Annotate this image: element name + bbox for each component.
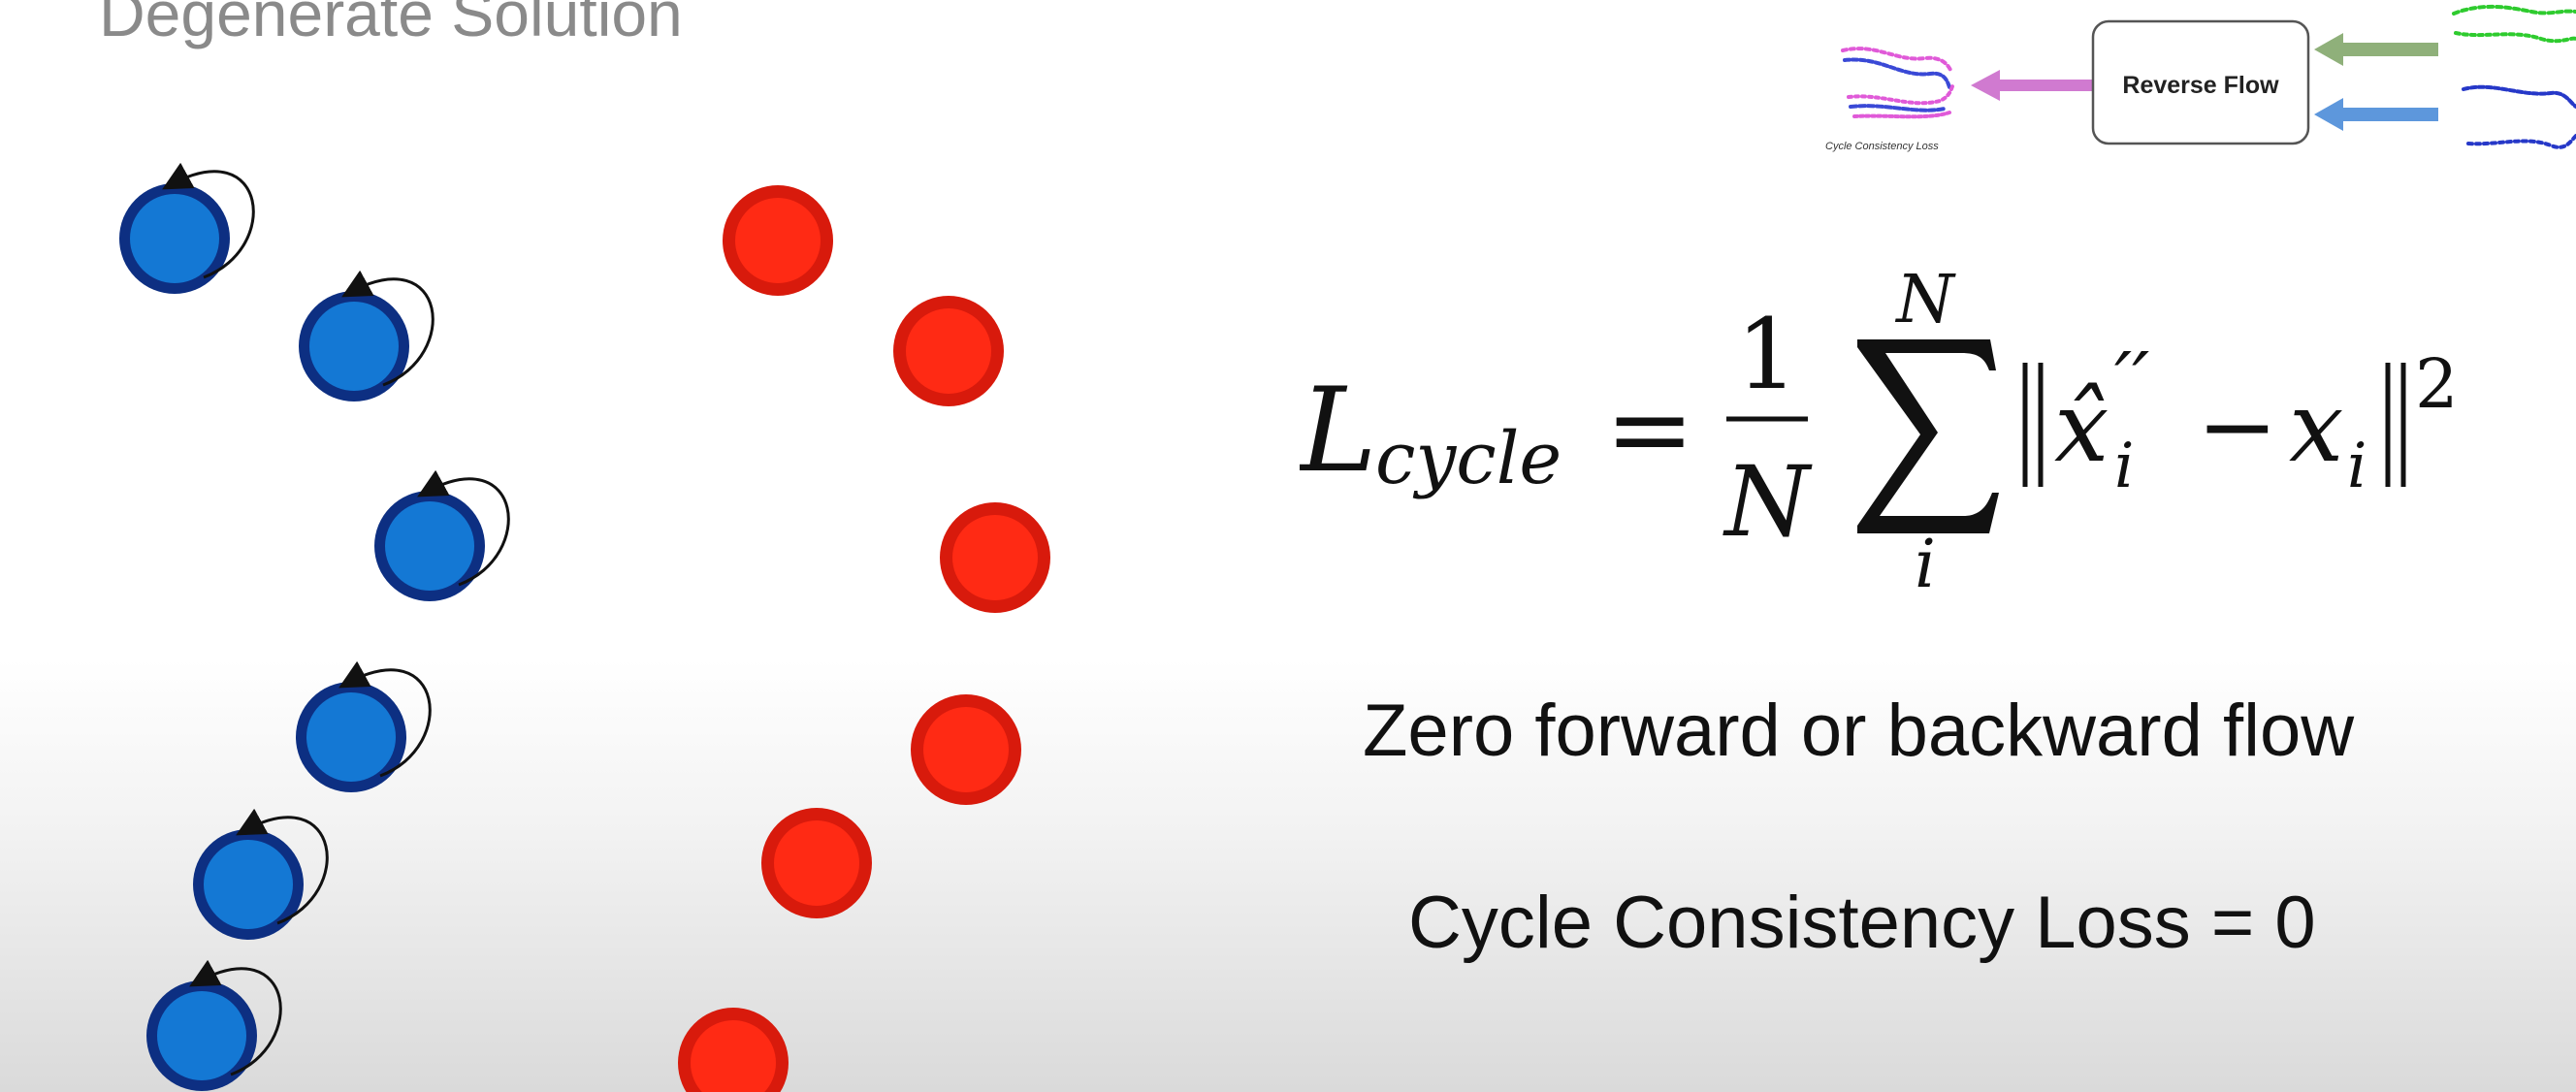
blue-point xyxy=(296,660,432,792)
self-loop-arrow xyxy=(417,469,510,587)
loss-symbol: L xyxy=(1300,364,1377,498)
fraction-numerator: 1 xyxy=(1736,298,1798,411)
reverse-flow-label: Reverse Flow xyxy=(2122,72,2279,99)
red-point xyxy=(893,296,1004,406)
self-loop-arrow xyxy=(189,959,282,1076)
blue-arrow xyxy=(2314,98,2438,131)
inset-caption: Cycle Consistency Loss xyxy=(1825,141,1939,152)
sum-lower-limit: i xyxy=(1915,527,1936,603)
red-point xyxy=(911,694,1021,805)
x-hat: x̂ xyxy=(2054,370,2109,484)
red-point xyxy=(723,185,833,296)
statement-loss-zero: Cycle Consistency Loss = 0 xyxy=(1408,882,2316,964)
self-loop-arrow xyxy=(236,808,329,925)
self-loop-arrow xyxy=(162,162,255,279)
pink-arrow xyxy=(1971,70,2093,101)
cycle-loss-formula: L cycle = 1 N N i x̂ ′′ i − x i 2 xyxy=(1300,262,2459,603)
red-point xyxy=(678,1008,789,1092)
x-sub: i xyxy=(2347,431,2367,502)
red-point xyxy=(761,808,872,918)
equals-sign: = xyxy=(1605,367,1694,491)
blue-point xyxy=(193,808,329,940)
blue-points-group xyxy=(119,162,510,1091)
reverse-flow-box xyxy=(2091,19,2310,145)
loss-subscript: cycle xyxy=(1375,417,1562,500)
red-points-group xyxy=(678,185,1050,1092)
reverse-flow-inset: Cycle Consistency Loss Reverse Flow xyxy=(1825,4,2576,152)
self-loop-arrow xyxy=(341,270,435,387)
blue-point xyxy=(146,959,282,1091)
statement-zero-flow: Zero forward or backward flow xyxy=(1363,690,2355,772)
red-point xyxy=(940,502,1050,613)
blue-point xyxy=(299,270,435,401)
x-var: x xyxy=(2289,370,2343,484)
blue-point xyxy=(119,162,255,294)
green-arrow xyxy=(2314,33,2438,66)
x-hat-sub: i xyxy=(2114,431,2134,502)
blue-point xyxy=(374,469,510,601)
input-trajectory-scribble xyxy=(2452,4,2576,149)
exponent-two: 2 xyxy=(2415,344,2459,424)
sum-upper-limit: N xyxy=(1894,262,1956,338)
slide-title: Degenerate Solution xyxy=(99,0,683,49)
x-hat-sup: ′′ xyxy=(2114,336,2149,426)
summation-sign xyxy=(1857,339,1999,533)
self-loop-arrow xyxy=(338,660,432,778)
fraction-denominator: N xyxy=(1723,445,1813,559)
output-trajectory-scribble xyxy=(1841,47,1955,119)
minus-sign: − xyxy=(2197,369,2278,483)
